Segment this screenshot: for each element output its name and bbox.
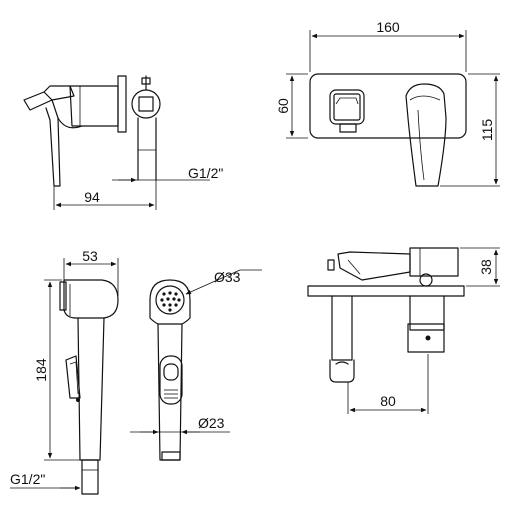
spray-side-view: 53 184 G1/2" <box>10 248 119 495</box>
dim-spray-length: 184 <box>33 358 49 382</box>
top-view: 80 38 <box>307 247 500 414</box>
dim-side-thread: G1/2" <box>188 165 223 181</box>
dim-nozzle-diameter: Ø33 <box>214 269 241 285</box>
dim-front-width: 160 <box>376 19 400 35</box>
spray-front-view: Ø33 Ø23 <box>130 269 262 461</box>
dim-holder-offset: 80 <box>380 393 396 409</box>
dim-side-width: 94 <box>84 189 100 205</box>
front-view: 160 60 115 <box>275 19 500 187</box>
dim-front-height: 60 <box>275 98 291 114</box>
dim-front-total-height: 115 <box>479 119 495 142</box>
dim-top-depth: 38 <box>478 259 494 275</box>
dim-spray-width: 53 <box>82 248 98 264</box>
dim-spray-thread: G1/2" <box>10 471 45 487</box>
dim-handle-diameter: Ø23 <box>198 415 225 431</box>
side-view: 94 G1/2" <box>23 75 223 210</box>
nozzle-holes <box>160 291 181 312</box>
